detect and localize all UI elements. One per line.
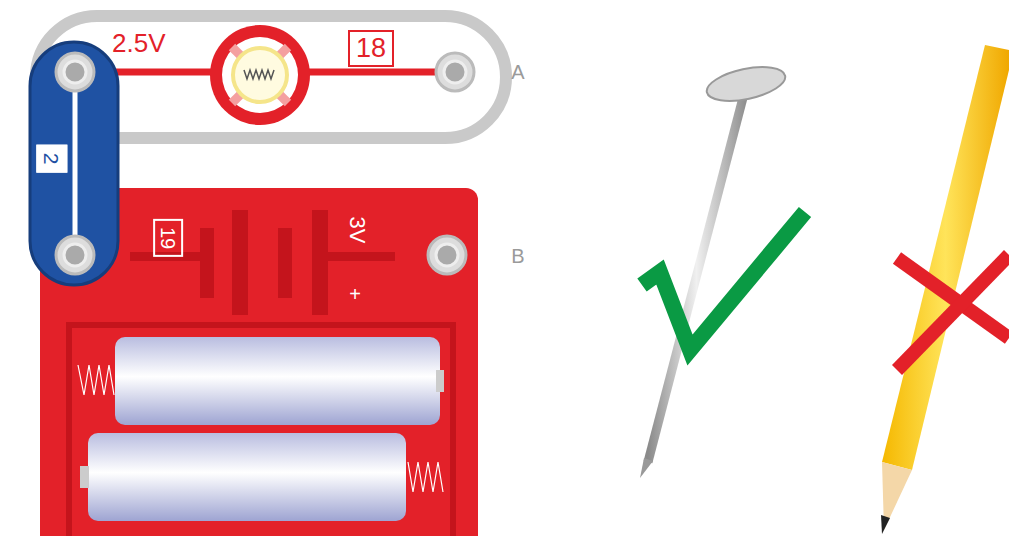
snap-wire: [30, 42, 118, 285]
part-number: 19: [153, 219, 183, 257]
lamp-piece-node: 2.5V 18: [30, 10, 512, 144]
lamp-filament: [244, 70, 274, 79]
polarity-sign: +: [349, 284, 361, 304]
battery-holder-node: 19 3V +: [40, 188, 478, 318]
check-mark: [642, 212, 805, 350]
terminal-label: B: [511, 246, 524, 266]
part-number: 2: [37, 144, 68, 172]
voltage-label: 3V: [346, 217, 368, 244]
terminal-label: A: [511, 62, 524, 82]
cross-mark: [897, 255, 1009, 370]
voltage-label: 2.5V: [112, 30, 166, 56]
battery: [88, 433, 406, 521]
snap-node: 2: [28, 40, 120, 287]
battery: [115, 337, 440, 425]
part-number: 18: [348, 30, 394, 67]
pencil: [882, 45, 1009, 470]
